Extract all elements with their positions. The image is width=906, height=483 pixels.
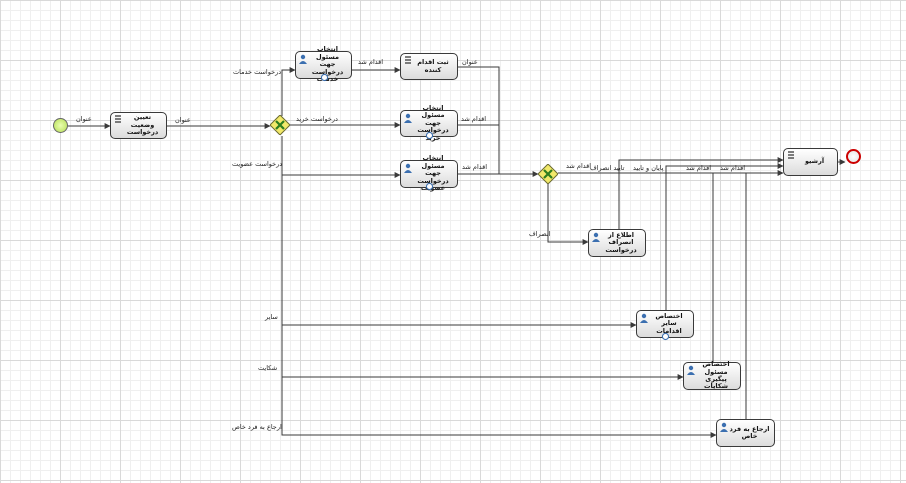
edge-label-after-prepare: عنوان	[175, 116, 191, 124]
task-label: آرشیو	[804, 157, 825, 166]
user-icon	[404, 163, 412, 173]
edge-label-complaint: شکایت	[258, 364, 278, 372]
flow-gw-membership	[281, 136, 401, 178]
user-icon	[687, 365, 695, 375]
script-icon	[115, 115, 121, 123]
task-prepare[interactable]: تعیین وضعیت درخواست	[110, 112, 167, 139]
edge-label-done-gw2: اقدام شد	[566, 162, 592, 170]
loop-icon	[425, 131, 434, 140]
loop-icon	[661, 332, 670, 341]
edge-label-cancel: انصراف	[529, 230, 551, 238]
exclusive-gateway-result[interactable]	[538, 164, 558, 184]
user-icon	[592, 232, 600, 242]
edge-label-services-request: درخواست خدمات	[233, 68, 282, 76]
task-label: اطلاع از انصراف درخواست	[605, 230, 637, 254]
edge-label-other: سایر	[265, 313, 278, 321]
script-icon	[788, 151, 794, 159]
task-label: انتخاب مسئول جهت درخواست خرید	[417, 103, 449, 142]
edge-label-cancel-approval: تایید انصراف	[590, 164, 625, 172]
start-event[interactable]	[53, 118, 68, 133]
edge-label-done-membership: اقدام شد	[462, 163, 488, 171]
task-refer-manager[interactable]: ارجاع به فرد خاص	[716, 419, 775, 447]
user-icon	[404, 113, 412, 123]
user-icon	[640, 313, 648, 323]
edge-label-done-purchase: اقدام شد	[461, 115, 487, 123]
task-assign-other[interactable]: اختصاص سایر اقدامات	[636, 310, 694, 341]
task-archive[interactable]: آرشیو	[783, 148, 838, 176]
end-event[interactable]	[846, 149, 861, 164]
task-register-requester[interactable]: ثبت اقدام کننده	[400, 53, 458, 80]
task-select-membership[interactable]: انتخاب مسئول جهت درخواست عضویت	[400, 155, 458, 192]
task-label: انتخاب مسئول جهت درخواست خدمات	[311, 45, 344, 84]
flow-register-to-gw2	[458, 66, 539, 177]
script-icon	[405, 56, 411, 64]
task-select-purchase[interactable]: انتخاب مسئول جهت درخواست خرید	[400, 104, 458, 141]
flow-gw-services	[281, 67, 296, 116]
task-notify-cancel[interactable]: اطلاع از انصراف درخواست	[588, 229, 646, 257]
edge-label-start-title: عنوان	[76, 115, 92, 123]
exclusive-gateway-request-type[interactable]	[270, 115, 290, 135]
edge-label-purchase-request: درخواست خرید	[296, 115, 338, 123]
user-icon	[299, 54, 307, 64]
edge-label-done-manager: اقدام شد	[720, 164, 746, 172]
task-select-services[interactable]: انتخاب مسئول جهت درخواست خدمات	[295, 46, 352, 83]
flow-gw-complaint	[281, 325, 684, 380]
flow-cancel-to-archive	[618, 157, 784, 229]
edge-label-done-services: اقدام شد	[358, 58, 384, 66]
task-label: انتخاب مسئول جهت درخواست عضویت	[417, 154, 449, 193]
edge-label-refer-specific: ارجاع به فرد خاص	[232, 423, 282, 431]
edge-label-done-complaint: اقدام شد	[686, 164, 712, 172]
loop-icon	[320, 73, 328, 82]
task-label: اختصاص سایر اقدامات	[655, 311, 683, 335]
user-icon	[720, 422, 728, 432]
task-label: تعیین وضعیت درخواست	[126, 113, 159, 137]
flow-gw2-to-cancel	[547, 183, 589, 245]
task-label: ثبت اقدام کننده	[417, 58, 449, 74]
task-label: اختصاص مسئول پیگیری شکایات	[702, 360, 730, 391]
edge-label-title-register: عنوان	[462, 58, 478, 66]
edge-label-membership-request: درخواست عضویت	[232, 160, 283, 168]
flow-gw-refer	[281, 377, 717, 438]
task-assign-complaint[interactable]: اختصاص مسئول پیگیری شکایات	[683, 360, 741, 391]
loop-icon	[425, 182, 434, 191]
task-label: ارجاع به فرد خاص	[729, 424, 770, 440]
edge-label-end-approval: پایان و تایید	[633, 164, 664, 172]
flow-gw-other	[281, 175, 637, 328]
flow-other-to-archive	[665, 163, 784, 310]
